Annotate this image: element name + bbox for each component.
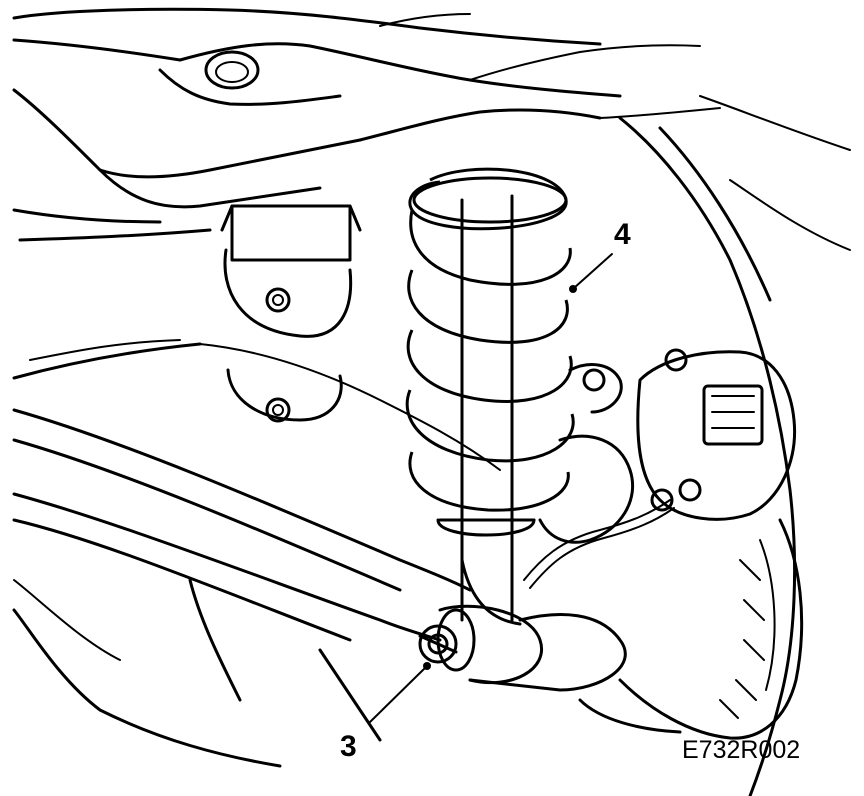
callout-3-dot [423,662,431,670]
trailing-arm [436,363,635,692]
axle-beam [12,339,501,642]
pivot-bolt [418,624,458,664]
callout-4-dot [569,285,577,293]
callout-3-label: 3 [340,730,357,763]
callout-4-label: 4 [614,218,631,251]
figure-code: E732R002 [682,736,801,764]
coil-spring [405,167,575,512]
body-floor-panel [12,7,721,242]
brake-line [523,499,675,589]
callout-4-leader [573,253,613,289]
wheel-arch [618,95,851,796]
spring-seat [220,204,362,423]
shock-absorber [436,194,536,626]
callout-3-leader [369,667,426,723]
brake-disc [578,518,804,740]
underbody-lines [12,578,382,768]
brake-caliper [636,348,797,521]
